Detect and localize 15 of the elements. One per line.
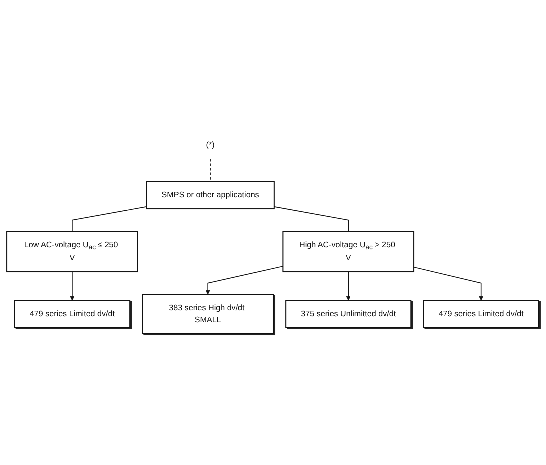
connector: [210, 158, 211, 182]
node-box: SMPS or other applications: [146, 180, 275, 210]
connector: [72, 206, 148, 232]
arrow: [70, 271, 75, 300]
node-text: (*): [206, 140, 215, 150]
node-box: High AC-voltage U$_{ac}$ > 250 V: [282, 230, 415, 272]
node-box: Low AC-voltage U$_{ac}$ ≤ 250 V: [6, 230, 138, 272]
arrow: [346, 271, 351, 300]
arrow: [414, 266, 484, 300]
node-box: 479 series Limited dv/dt: [14, 300, 131, 328]
arrow: [206, 266, 284, 294]
node-box: 375 series Unlimitted dv/dt: [286, 300, 412, 328]
node-box: 383 series High dv/dt SMALL: [142, 294, 274, 334]
connector: [274, 206, 350, 232]
node-box: 479 series Limited dv/dt: [423, 300, 540, 328]
